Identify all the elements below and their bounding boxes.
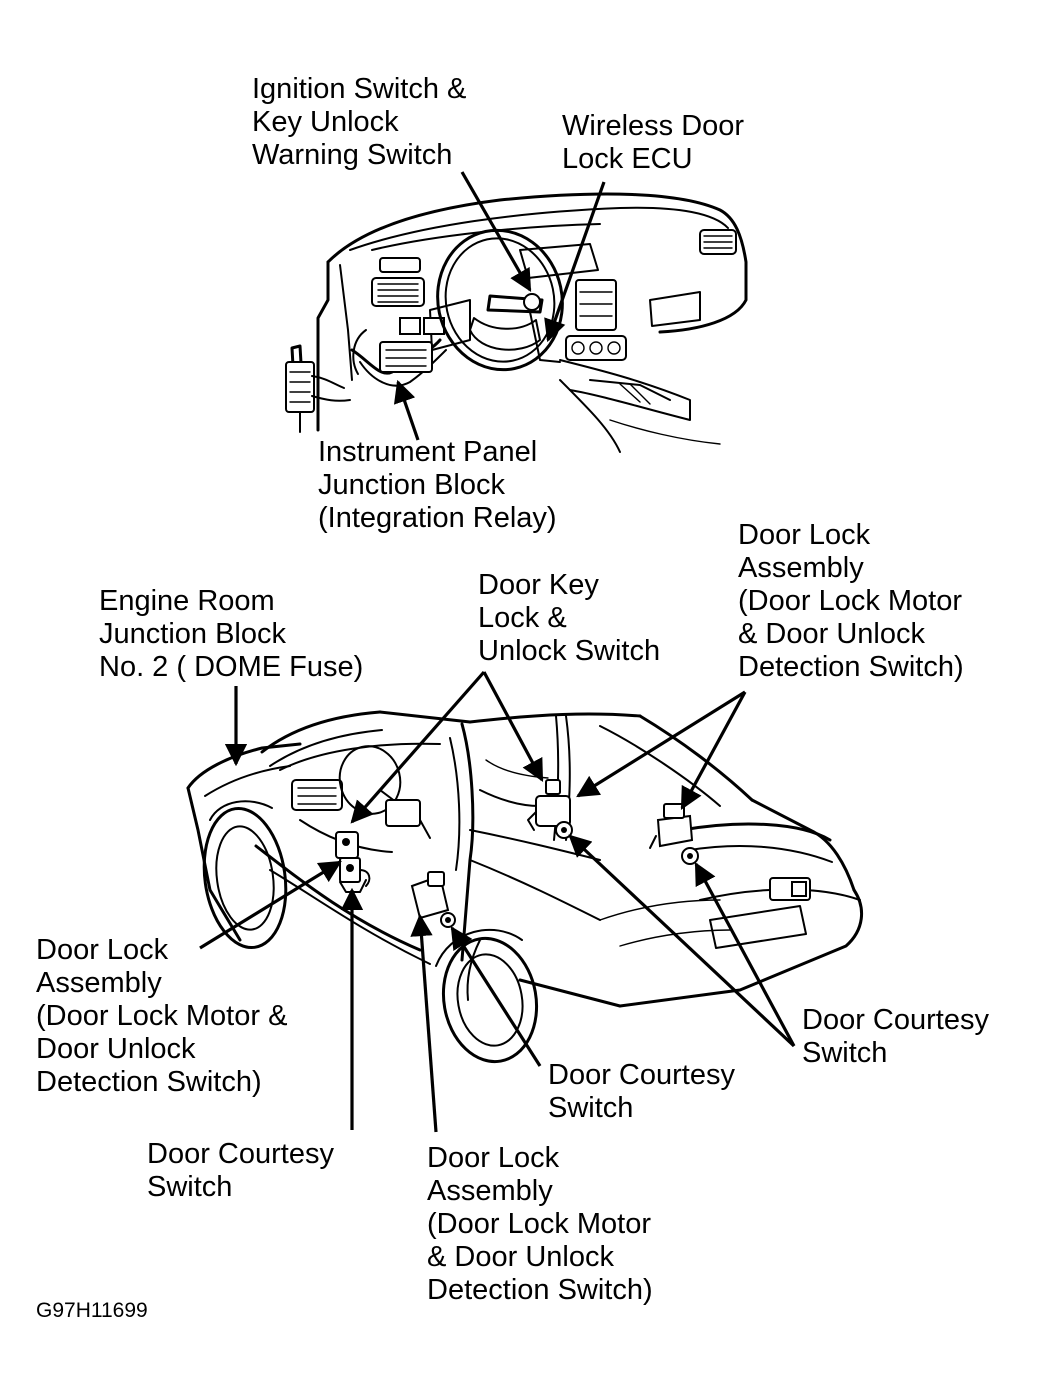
label-ignition-switch: Ignition Switch & Key Unlock Warning Swi… bbox=[252, 73, 467, 171]
label-door-lock-assembly-bottom: Door Lock Assembly (Door Lock Motor & Do… bbox=[427, 1142, 653, 1306]
label-instrument-panel-junction-block: Instrument Panel Junction Block (Integra… bbox=[318, 436, 557, 534]
dashboard-illustration bbox=[285, 192, 748, 453]
label-door-courtesy-switch-right: Door Courtesy Switch bbox=[802, 1004, 989, 1069]
label-door-key-lock-switch: Door Key Lock & Unlock Switch bbox=[478, 569, 661, 667]
label-wireless-door-lock-ecu: Wireless Door Lock ECU bbox=[562, 110, 745, 175]
label-engine-room-junction-block: Engine Room Junction Block No. 2 ( DOME … bbox=[99, 585, 364, 683]
figure-code: G97H11699 bbox=[36, 1299, 148, 1322]
label-door-lock-assembly-top-right: Door Lock Assembly (Door Lock Motor & Do… bbox=[738, 519, 964, 683]
label-door-courtesy-switch-left: Door Courtesy Switch bbox=[147, 1138, 334, 1203]
label-door-courtesy-switch-middle: Door Courtesy Switch bbox=[548, 1059, 735, 1124]
label-door-lock-assembly-left: Door Lock Assembly (Door Lock Motor & Do… bbox=[36, 934, 288, 1098]
leader-arrows bbox=[199, 171, 796, 1133]
